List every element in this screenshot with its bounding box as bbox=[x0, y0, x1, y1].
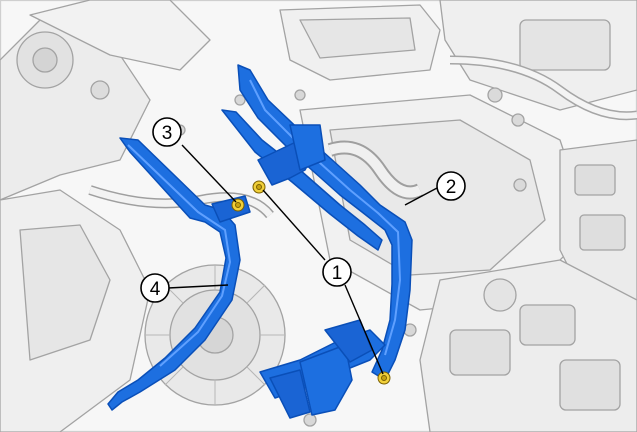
lower-fitting bbox=[299, 344, 353, 416]
pipe-4 bbox=[107, 137, 241, 411]
center-bracket bbox=[289, 124, 326, 171]
callout-4: 4 bbox=[140, 273, 170, 303]
callout-3-label: 3 bbox=[162, 123, 173, 144]
callout-2-label: 2 bbox=[446, 177, 457, 198]
callout-3: 3 bbox=[152, 117, 182, 147]
leader-lines bbox=[167, 144, 438, 375]
callout-2: 2 bbox=[436, 171, 466, 201]
pipe-1a bbox=[221, 109, 383, 251]
left-upper-bracket bbox=[29, 0, 211, 71]
callout-1-label: 1 bbox=[332, 263, 343, 284]
bolts bbox=[231, 180, 391, 385]
highlighted-pipes bbox=[107, 64, 413, 419]
callout-1: 1 bbox=[322, 257, 352, 287]
callout-4-label: 4 bbox=[150, 279, 161, 300]
lower-clamp bbox=[269, 369, 311, 419]
